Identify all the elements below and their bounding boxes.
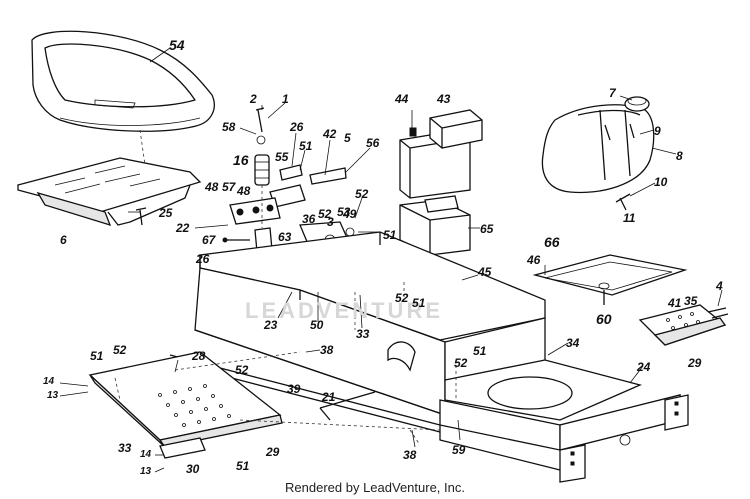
callout-52[interactable]: 52 (318, 207, 332, 221)
seat (31, 30, 215, 132)
side-panel-plate (532, 254, 688, 305)
callout-42[interactable]: 42 (323, 127, 337, 141)
callout-38[interactable]: 38 (320, 343, 334, 357)
callout-25[interactable]: 25 (159, 206, 173, 220)
callout-52[interactable]: 52 (235, 363, 249, 377)
main-frame (169, 231, 689, 483)
callout-63[interactable]: 63 (278, 230, 292, 244)
callout-38[interactable]: 38 (403, 448, 417, 462)
callout-48[interactable]: 48 (237, 184, 251, 198)
callout-3[interactable]: 3 (327, 215, 334, 229)
callout-58[interactable]: 58 (222, 120, 236, 134)
fuel-tank (541, 96, 655, 211)
callout-51[interactable]: 51 (236, 459, 250, 473)
callout-13[interactable]: 13 (140, 466, 152, 477)
callout-52[interactable]: 52 (395, 291, 409, 305)
callout-6[interactable]: 6 (60, 233, 67, 247)
footer-credit: Rendered by LeadVenture, Inc. (285, 480, 465, 495)
callout-1[interactable]: 1 (282, 92, 289, 106)
battery-tray (399, 195, 471, 256)
callout-33[interactable]: 33 (118, 441, 132, 455)
callout-39[interactable]: 39 (287, 382, 301, 396)
callout-14[interactable]: 14 (43, 376, 55, 387)
callout-54[interactable]: 54 (169, 37, 185, 53)
callout-41[interactable]: 41 (668, 296, 682, 310)
callout-67[interactable]: 67 (202, 233, 216, 247)
callout-44[interactable]: 44 (395, 92, 409, 106)
callout-33[interactable]: 33 (356, 327, 370, 341)
callout-29[interactable]: 29 (688, 356, 702, 370)
callout-34[interactable]: 34 (566, 336, 580, 350)
callout-65[interactable]: 65 (480, 222, 494, 236)
leader-lines (59, 47, 723, 473)
callout-23[interactable]: 23 (264, 318, 278, 332)
left-footrest (88, 351, 283, 459)
callout-26[interactable]: 26 (196, 252, 210, 266)
callout-48[interactable]: 48 (205, 180, 219, 194)
callout-55[interactable]: 55 (275, 150, 289, 164)
callout-51[interactable]: 51 (90, 349, 104, 363)
callout-9[interactable]: 9 (654, 124, 661, 138)
callout-5[interactable]: 5 (344, 131, 351, 145)
seat-bracket (17, 129, 202, 227)
battery (399, 109, 483, 199)
pedal-bracket-assembly (222, 107, 355, 253)
callout-49[interactable]: 49 (343, 207, 357, 221)
callout-28[interactable]: 28 (192, 349, 206, 363)
callout-56[interactable]: 56 (366, 136, 380, 150)
watermark: LEADVENTURE (245, 298, 444, 323)
callout-52[interactable]: 52 (454, 356, 468, 370)
callout-10[interactable]: 10 (654, 175, 668, 189)
callout-60[interactable]: 60 (596, 311, 612, 327)
callout-57[interactable]: 57 (222, 180, 236, 194)
callout-2[interactable]: 2 (250, 92, 257, 106)
callout-13[interactable]: 13 (47, 390, 59, 401)
callout-30[interactable]: 30 (186, 462, 200, 476)
callout-52[interactable]: 52 (113, 343, 127, 357)
callout-26[interactable]: 26 (290, 120, 304, 134)
callout-53[interactable]: 53 (337, 205, 351, 219)
callout-66[interactable]: 66 (544, 234, 560, 250)
right-footrest (638, 304, 729, 346)
callout-45[interactable]: 45 (478, 265, 492, 279)
callout-22[interactable]: 22 (176, 221, 190, 235)
callout-51[interactable]: 51 (473, 344, 487, 358)
callout-4[interactable]: 4 (716, 279, 723, 293)
callout-36[interactable]: 36 (302, 212, 316, 226)
callout-46[interactable]: 46 (527, 253, 541, 267)
callout-35[interactable]: 35 (684, 294, 698, 308)
assembly-lines (114, 282, 457, 446)
callout-43[interactable]: 43 (437, 92, 451, 106)
callout-51[interactable]: 51 (412, 296, 426, 310)
callout-11[interactable]: 11 (623, 211, 636, 225)
callout-24[interactable]: 24 (637, 360, 651, 374)
callout-7[interactable]: 7 (609, 86, 616, 100)
callout-52[interactable]: 52 (355, 187, 369, 201)
callout-59[interactable]: 59 (452, 443, 466, 457)
callout-29[interactable]: 29 (266, 445, 280, 459)
callout-50[interactable]: 50 (310, 318, 324, 332)
callout-16[interactable]: 16 (233, 152, 249, 168)
callout-51[interactable]: 51 (299, 139, 313, 153)
callout-21[interactable]: 21 (322, 390, 336, 404)
callout-8[interactable]: 8 (676, 149, 683, 163)
callout-14[interactable]: 14 (140, 449, 152, 460)
callout-51[interactable]: 51 (383, 228, 397, 242)
